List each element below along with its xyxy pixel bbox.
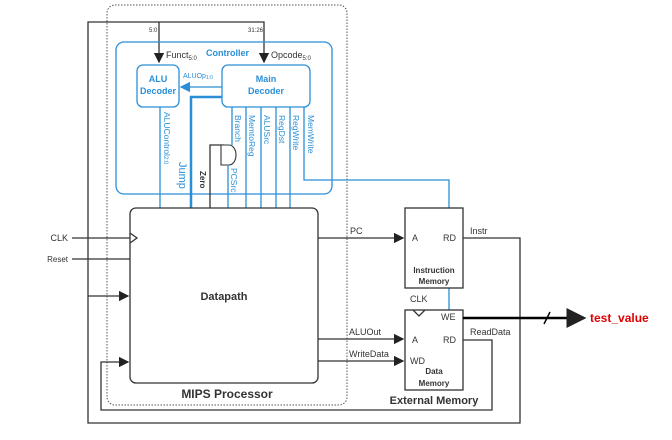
- alu-decoder-label-1: ALU: [149, 74, 168, 84]
- datapath-block: [129, 207, 319, 384]
- regwrite-label: RegWrite: [291, 115, 301, 151]
- readdata-wire: [100, 339, 493, 411]
- mips-processor-box: [106, 4, 348, 406]
- imem-a-port: A: [412, 233, 418, 243]
- dmem-clk-label: CLK: [410, 294, 428, 304]
- dmem-we-port: WE: [441, 312, 456, 322]
- alu-decoder: [136, 64, 180, 108]
- bus-slash-icon: [543, 311, 551, 325]
- jump-label: Jump: [176, 162, 188, 189]
- main-decoder-label-2: Decoder: [248, 86, 285, 96]
- reset-label: Reset: [47, 255, 69, 264]
- branch-label: Branch: [233, 115, 243, 142]
- funct-bits: 5:0: [149, 28, 158, 34]
- data-memory: [404, 309, 464, 391]
- test-value-label: test_value: [590, 311, 649, 325]
- alucontrol-label: ALUControl2:0: [162, 112, 172, 165]
- imem-rd-port: RD: [443, 233, 456, 243]
- memwrite-label: MemWrite: [306, 115, 316, 154]
- instr-label: Instr: [470, 226, 488, 236]
- mips-processor-label: MIPS Processor: [181, 387, 273, 401]
- writedata-label: WriteData: [349, 349, 389, 359]
- instr-wire: [87, 21, 521, 424]
- imem-title-1: Instruction: [413, 266, 454, 275]
- and-gate-icon: [220, 144, 237, 166]
- controller-box: [115, 41, 333, 195]
- dmem-a-port: A: [412, 335, 418, 345]
- zero-wire: [209, 144, 224, 208]
- alu-decoder-label-2: Decoder: [140, 86, 177, 96]
- datapath-label: Datapath: [200, 291, 247, 303]
- main-decoder: [221, 64, 311, 108]
- dmem-title-2: Memory: [419, 379, 450, 388]
- clk-label: CLK: [50, 233, 68, 243]
- instruction-memory: [404, 207, 464, 289]
- clock-edge-icon: [129, 232, 139, 244]
- memtoreg-label: MemtoReg: [247, 115, 257, 157]
- alusrc-label: ALUSrc: [262, 115, 272, 145]
- controller-label: Controller: [206, 48, 249, 58]
- main-decoder-label-1: Main: [256, 74, 277, 84]
- aluout-label: ALUOut: [349, 327, 382, 337]
- readdata-label: ReadData: [470, 327, 511, 337]
- aluop-label: ALUOp1:0: [183, 73, 213, 81]
- dmem-clock-icon: [412, 309, 426, 317]
- imem-title-2: Memory: [419, 277, 450, 286]
- regdst-label: RegDst: [277, 115, 287, 144]
- dmem-title-1: Data: [425, 367, 443, 376]
- dmem-rd-port: RD: [443, 335, 456, 345]
- zero-label: Zero: [198, 171, 207, 188]
- jump-wire: [189, 95, 222, 208]
- opcode-label: Opcode5:0: [271, 50, 312, 62]
- funct-label: Funct5:0: [166, 50, 198, 62]
- memwrite-wire: [303, 107, 450, 310]
- external-memory-label: External Memory: [390, 395, 480, 407]
- opcode-bits: 31:26: [248, 28, 264, 34]
- pc-label: PC: [350, 226, 363, 236]
- pcsrc-label: PCSrc: [229, 168, 239, 193]
- dmem-wd-port: WD: [410, 356, 425, 366]
